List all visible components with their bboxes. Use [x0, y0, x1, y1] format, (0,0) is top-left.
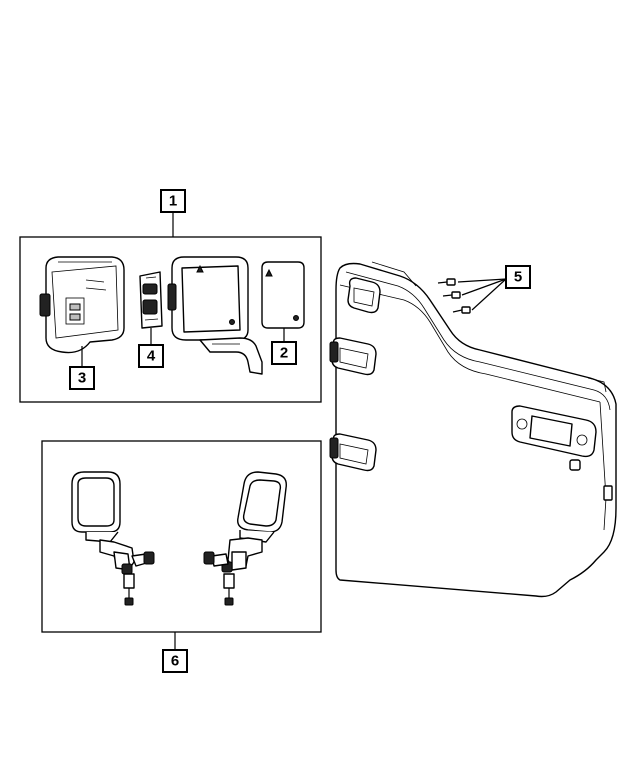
callout-2: 2: [271, 341, 297, 365]
callout-5: 5: [505, 265, 531, 289]
leader-5b: [461, 278, 507, 296]
callout-4-label: 4: [147, 348, 156, 365]
callout-4: 4: [138, 344, 164, 368]
callout-6: 6: [162, 649, 188, 673]
complete-mirrors-frame: [41, 440, 322, 633]
screws: [437, 278, 471, 314]
mirror-bracket: [139, 271, 163, 329]
leader-5c: [471, 278, 507, 311]
mirror-housing-cover: [39, 256, 125, 354]
callout-6-label: 6: [171, 653, 179, 670]
mirror-head-with-arm: [167, 256, 263, 375]
callout-1-label: 1: [169, 193, 177, 210]
callout-2-label: 2: [280, 345, 288, 362]
callout-3: 3: [69, 366, 95, 390]
callout-3-label: 3: [78, 370, 86, 387]
mirror-glass: [261, 261, 305, 329]
right-mirror-assembly: [203, 471, 287, 606]
leader-5a: [457, 278, 507, 283]
door-panel: [329, 261, 617, 598]
mirror-assembly-frame: [19, 236, 322, 403]
left-mirror-assembly: [71, 471, 155, 606]
callout-1: 1: [160, 189, 186, 213]
callout-5-label: 5: [514, 269, 522, 286]
